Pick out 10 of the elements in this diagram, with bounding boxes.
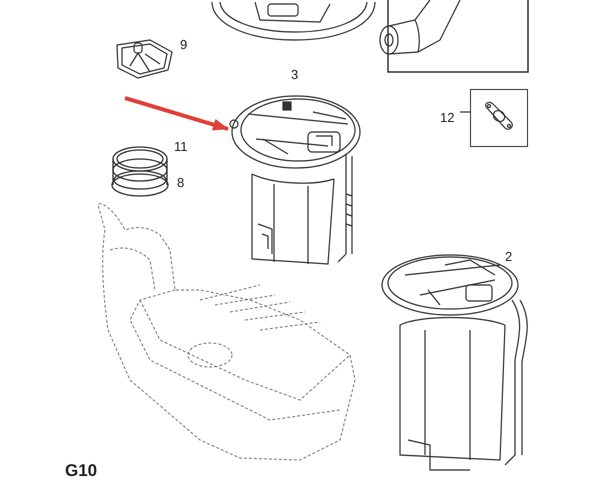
callout-number: 11 xyxy=(174,140,188,154)
pointer-arrow xyxy=(124,96,229,131)
callout-number: 2 xyxy=(505,250,512,264)
callout-number: 9 xyxy=(180,38,188,52)
gasket-inset-box xyxy=(470,89,528,147)
leader-line xyxy=(460,111,470,113)
callout-number: 3 xyxy=(291,68,298,82)
callout-number: 12 xyxy=(440,110,458,126)
callout-number: 8 xyxy=(177,176,184,190)
figure-code: G10 xyxy=(65,462,98,480)
